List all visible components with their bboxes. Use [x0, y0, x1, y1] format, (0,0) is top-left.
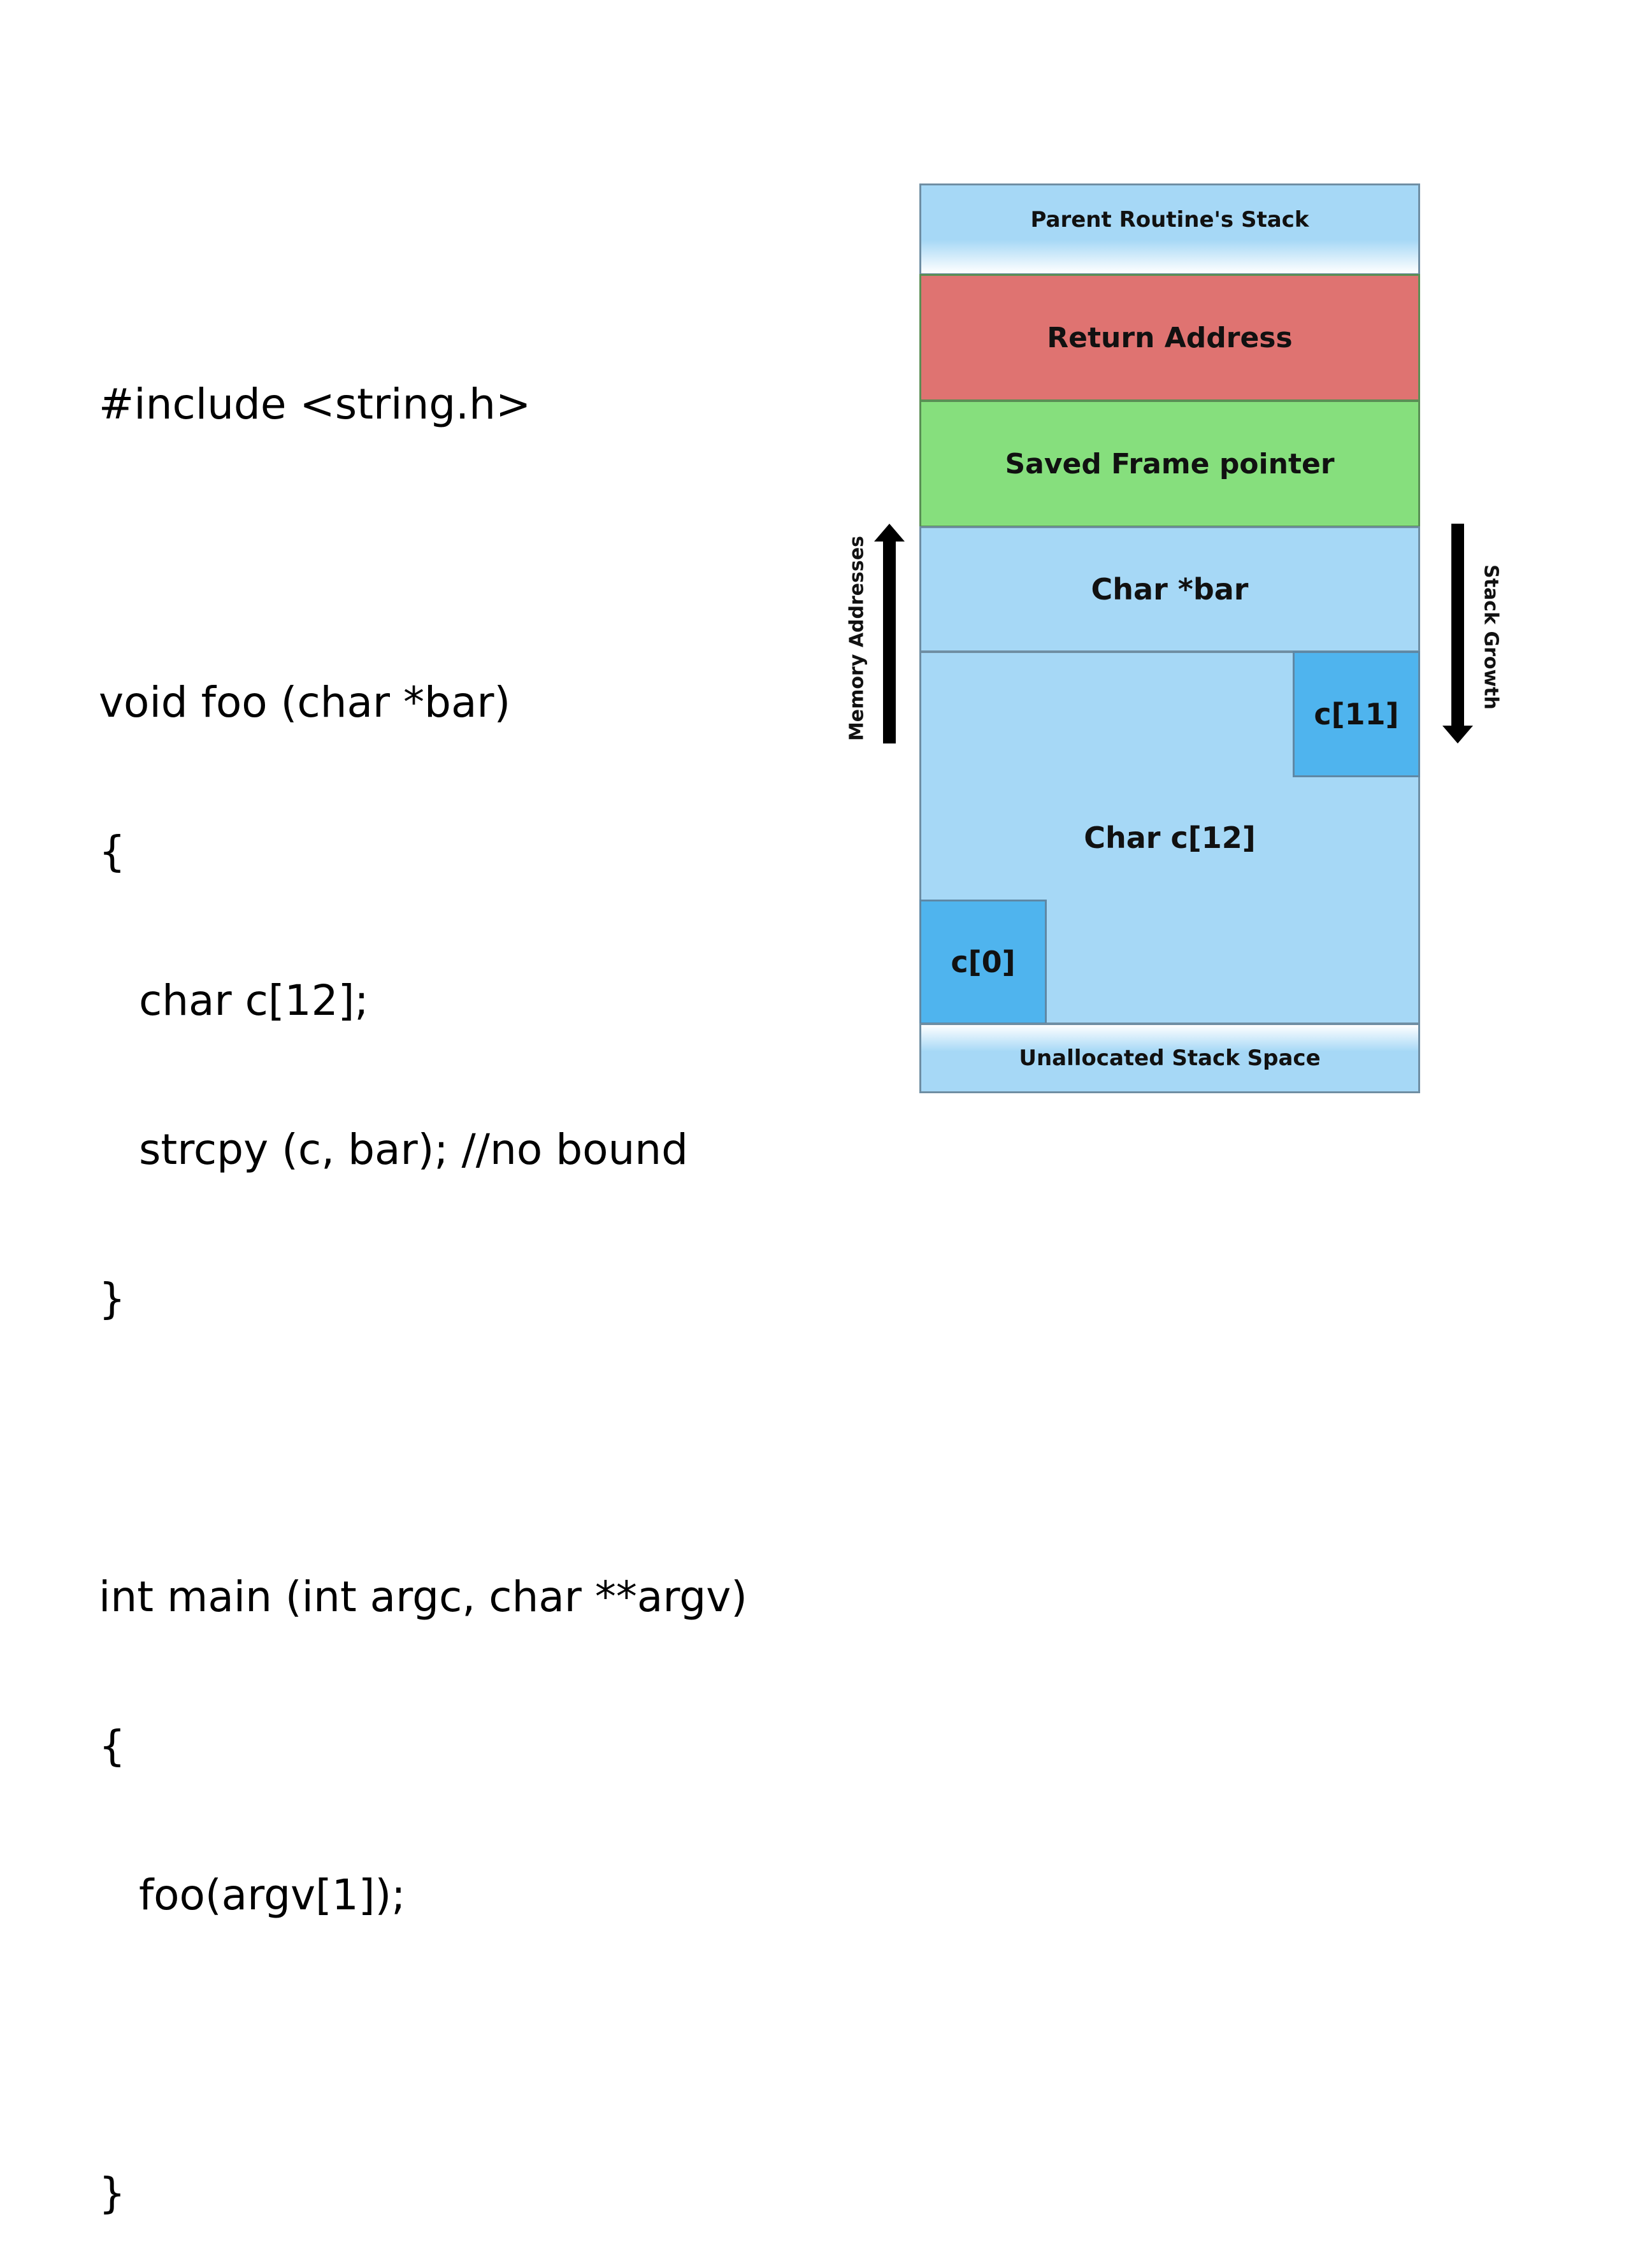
code-line-include: #include <string.h> [99, 380, 531, 429]
stack-growth-label: Stack Growth [1479, 564, 1502, 710]
stack-frame-diagram: Parent Routine's Stack Return Address Sa… [919, 183, 1420, 1093]
code-line-foo-signature: void foo (char *bar) [99, 678, 511, 727]
memory-addresses-label: Memory Addresses [845, 535, 868, 742]
code-line-blank-1 [99, 529, 831, 578]
code-line-main-close-brace: } [99, 2169, 126, 2218]
parent-routine-stack-block: Parent Routine's Stack [919, 183, 1420, 275]
code-line-char-array-decl: char c[12]; [99, 976, 369, 1025]
return-address-label: Return Address [1047, 321, 1293, 354]
code-line-foo-call: foo(argv[1]); [99, 1870, 406, 1920]
array-cell-last-label: c[11] [1314, 697, 1399, 731]
char-array-label: Char c[12] [1084, 821, 1256, 855]
code-line-blank-2 [99, 1423, 831, 1473]
code-line-foo-close-brace: } [99, 1274, 126, 1323]
unallocated-stack-label: Unallocated Stack Space [1019, 1045, 1321, 1071]
unallocated-stack-block: Unallocated Stack Space [919, 1023, 1420, 1093]
return-address-block: Return Address [919, 274, 1420, 401]
char-bar-block: Char *bar [919, 526, 1420, 652]
stack-growth-arrow-icon [1442, 524, 1473, 743]
parent-routine-stack-label: Parent Routine's Stack [1030, 207, 1309, 233]
code-listing: #include <string.h> void foo (char *bar)… [99, 280, 831, 2268]
code-line-blank-3 [99, 2020, 831, 2069]
code-line-main-signature: int main (int argc, char **argv) [99, 1572, 748, 1621]
char-array-block: Char c[12] c[11] c[0] [919, 651, 1420, 1024]
char-bar-label: Char *bar [1091, 572, 1249, 606]
code-line-main-open-brace: { [99, 1721, 126, 1770]
code-line-strcpy-call: strcpy (c, bar); //no bound [99, 1125, 689, 1174]
code-line-foo-open-brace: { [99, 827, 126, 876]
array-cell-last: c[11] [1293, 651, 1420, 777]
array-cell-first: c[0] [919, 900, 1047, 1024]
array-cell-first-label: c[0] [951, 945, 1016, 979]
saved-frame-pointer-label: Saved Frame pointer [1005, 447, 1335, 480]
memory-addresses-arrow-icon [874, 524, 905, 743]
saved-frame-pointer-block: Saved Frame pointer [919, 400, 1420, 528]
